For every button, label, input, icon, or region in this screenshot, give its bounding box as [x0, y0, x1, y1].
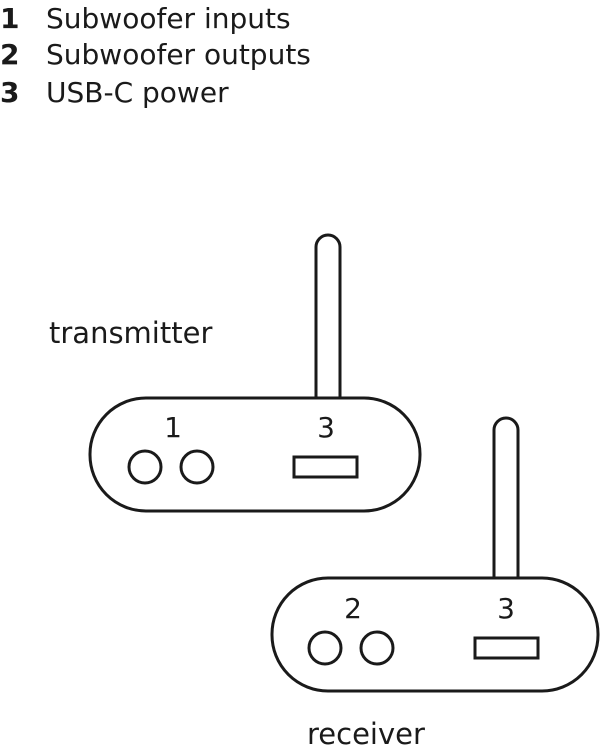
receiver-usb-c-port	[473, 636, 540, 660]
legend-label: Subwoofer outputs	[46, 37, 311, 71]
transmitter-usb-c-port	[292, 455, 359, 479]
transmitter-label: transmitter	[49, 316, 212, 350]
receiver-antenna	[492, 416, 520, 582]
legend-number: 1	[0, 1, 20, 35]
legend-item-3: 3 USB-C power	[0, 74, 229, 110]
legend-number: 2	[0, 37, 20, 71]
transmitter-port-input-number: 1	[164, 411, 182, 444]
transmitter-antenna	[314, 233, 342, 402]
legend-item-2: 2 Subwoofer outputs	[0, 36, 311, 72]
receiver-port-output-number: 2	[344, 592, 362, 625]
receiver-device: 2 3 receiver	[270, 416, 600, 747]
transmitter-port-power-number: 3	[317, 411, 335, 444]
receiver-body	[270, 576, 600, 693]
receiver-port-power-number: 3	[497, 592, 515, 625]
legend-number: 3	[0, 75, 20, 109]
transmitter-input-jack-left	[127, 449, 163, 485]
legend-label: USB-C power	[46, 75, 229, 109]
receiver-label: receiver	[307, 717, 425, 747]
legend-label: Subwoofer inputs	[46, 1, 291, 35]
receiver-output-jack-left	[307, 630, 343, 666]
legend-item-1: 1 Subwoofer inputs	[0, 0, 291, 36]
receiver-output-jack-right	[359, 630, 395, 666]
transmitter-input-jack-right	[179, 449, 215, 485]
transmitter-device: 1 3 transmitter	[49, 233, 422, 513]
transmitter-body	[88, 396, 422, 513]
